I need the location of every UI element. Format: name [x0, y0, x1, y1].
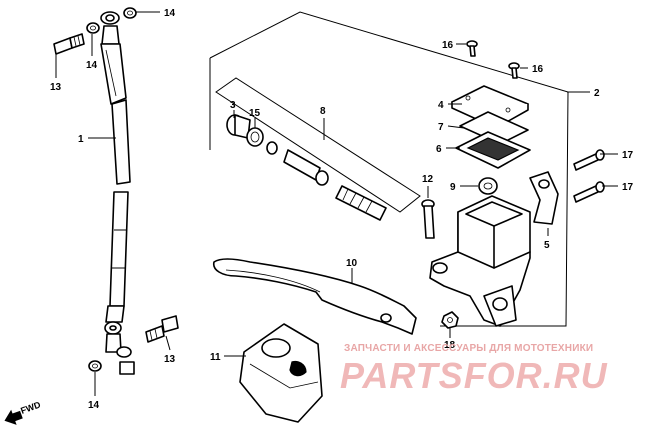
cap-screw-left [466, 40, 478, 57]
cap-screw-right [508, 62, 520, 79]
callout-18: 18 [444, 340, 456, 351]
watermark-brand: PARTSFOR.RU [340, 355, 608, 396]
callout-7: 7 [438, 122, 444, 133]
banjo-bolt-upper [53, 33, 85, 55]
callout-16-right: 16 [532, 64, 544, 75]
callout-14-top: 14 [164, 8, 176, 19]
diaphragm [455, 131, 531, 169]
washer-upper-left [86, 22, 100, 34]
callout-14-upper-left: 14 [86, 60, 98, 71]
callout-4: 4 [438, 100, 444, 111]
piston-assembly [266, 141, 387, 221]
callout-16-left: 16 [442, 40, 454, 51]
lever-cover [239, 323, 323, 423]
pivot-nut [441, 311, 459, 329]
callout-lines [55, 11, 618, 396]
callout-2: 2 [594, 88, 600, 99]
fwd-label: FWD [19, 399, 42, 416]
washer-upper-right [123, 7, 137, 19]
callout-13-lower: 13 [164, 354, 176, 365]
callout-14-lower: 14 [88, 400, 100, 411]
circlip [246, 127, 264, 147]
fwd-indicator: FWD [4, 399, 42, 425]
callout-3: 3 [230, 100, 236, 111]
banjo-bolt-lower [145, 315, 179, 343]
handlebar-clamp [529, 171, 559, 225]
piston-kit-box [215, 77, 421, 213]
clamp-bolt-lower [573, 181, 605, 203]
brake-hose-assembly [100, 11, 135, 375]
assembly-frame [209, 11, 590, 327]
watermark-caption: ЗАПЧАСТИ И АКСЕССУАРЫ ДЛЯ МОТОТЕХНИКИ [344, 343, 593, 354]
callout-1: 1 [78, 134, 84, 145]
fwd-arrow-icon [4, 409, 23, 425]
callout-12: 12 [422, 174, 434, 185]
washer-lower [88, 360, 102, 372]
callout-10: 10 [346, 258, 358, 269]
watermark: ЗАПЧАСТИ И АКСЕССУАРЫ ДЛЯ МОТОТЕХНИКИ PA… [340, 343, 608, 396]
callout-5: 5 [544, 240, 550, 251]
callout-11: 11 [210, 352, 221, 363]
callout-6: 6 [436, 144, 442, 155]
master-cylinder-body [429, 195, 531, 327]
callout-17-upper: 17 [622, 150, 634, 161]
callout-17-lower: 17 [622, 182, 634, 193]
callout-8: 8 [320, 106, 326, 117]
callout-labels: 14 14 13 1 13 14 3 15 8 16 16 2 4 7 6 17… [50, 8, 634, 411]
callout-13-upper: 13 [50, 82, 62, 93]
clamp-bolt-upper [573, 149, 605, 171]
callout-9: 9 [450, 182, 456, 193]
callout-15: 15 [249, 108, 261, 119]
brake-lever [212, 258, 417, 335]
pivot-bolt [421, 199, 435, 239]
dust-boot [478, 177, 498, 195]
